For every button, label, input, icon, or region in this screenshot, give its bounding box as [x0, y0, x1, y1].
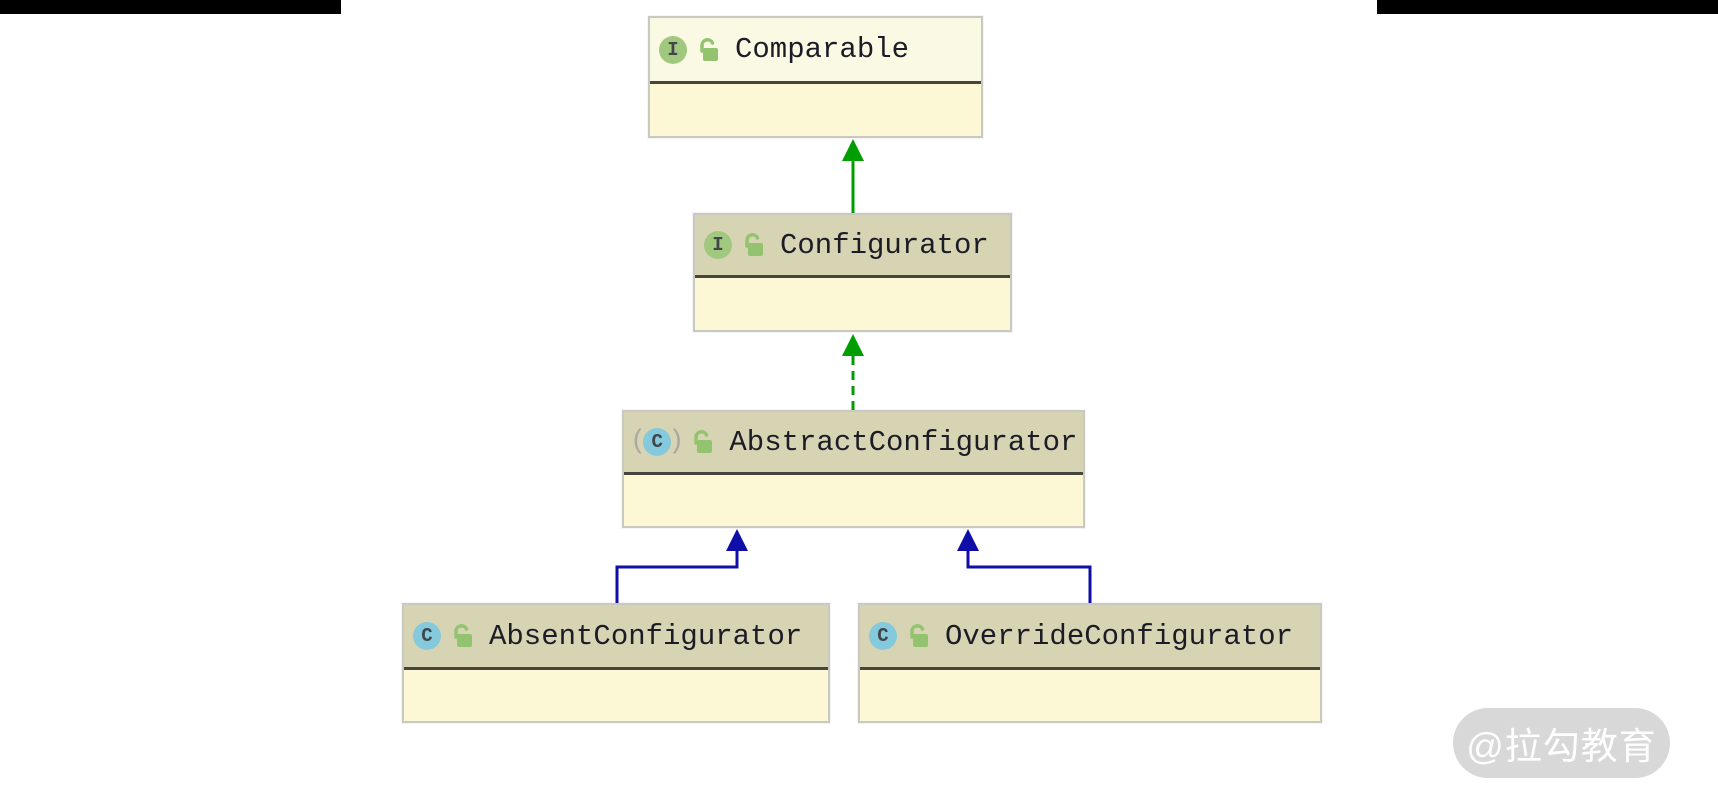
node-body: [624, 475, 1083, 526]
node-header: I Configurator: [695, 215, 1010, 278]
arrowhead-icon: [842, 334, 864, 356]
edge-overrideconfigurator-extends-abstractconfigurator: [957, 529, 1092, 603]
class-title: Comparable: [735, 33, 910, 66]
interface-icon: I: [659, 35, 687, 64]
class-title: AbstractConfigurator: [729, 425, 1078, 459]
class-node-comparable[interactable]: I Comparable: [648, 16, 983, 138]
node-header: I Comparable: [650, 18, 981, 84]
arrowhead-icon: [957, 529, 979, 551]
interface-icon-letter: I: [667, 38, 679, 61]
class-title: AbsentConfigurator: [489, 619, 803, 653]
letterbox-bar-left: [0, 0, 341, 14]
node-body: [650, 84, 981, 136]
unlocked-icon: [700, 37, 718, 61]
node-body: [404, 670, 828, 721]
node-body: [695, 278, 1010, 330]
class-node-overrideconfigurator[interactable]: C OverrideConfigurator: [858, 603, 1322, 723]
unlocked-icon: [745, 233, 763, 256]
edge-configurator-extends-comparable: [842, 139, 864, 213]
class-icon-letter: C: [877, 625, 889, 647]
abstract-class-icon: C: [643, 428, 672, 456]
abstract-class-icon-paren: ): [668, 427, 685, 457]
class-node-configurator[interactable]: I Configurator: [693, 213, 1012, 332]
class-icon-letter: C: [421, 625, 433, 647]
arrowhead-icon: [842, 139, 864, 161]
arrowhead-icon: [726, 529, 748, 551]
interface-icon: I: [704, 231, 732, 259]
abstract-class-icon-paren: (: [630, 427, 647, 457]
class-node-absentconfigurator[interactable]: C AbsentConfigurator: [402, 603, 830, 723]
node-header: C AbsentConfigurator: [404, 605, 828, 670]
watermark-badge: @拉勾教育: [1453, 708, 1670, 778]
class-icon-letter: C: [651, 431, 663, 453]
interface-icon-letter: I: [712, 234, 724, 256]
class-title: OverrideConfigurator: [945, 619, 1294, 653]
class-icon: C: [413, 622, 441, 650]
letterbox-bar-right: [1377, 0, 1718, 14]
edge-abstractconfigurator-implements-configurator: [842, 334, 864, 410]
class-icon: C: [869, 622, 897, 650]
unlocked-icon: [454, 624, 472, 647]
node-body: [860, 670, 1320, 721]
unlocked-icon: [694, 430, 713, 453]
class-node-abstractconfigurator[interactable]: ( C ) AbstractConfigurator: [622, 410, 1085, 528]
unlocked-icon: [910, 624, 928, 647]
node-header: C OverrideConfigurator: [860, 605, 1320, 670]
node-header: ( C ) AbstractConfigurator: [624, 412, 1083, 475]
class-title: Configurator: [780, 228, 989, 262]
edge-absentconfigurator-extends-abstractconfigurator: [615, 529, 748, 603]
